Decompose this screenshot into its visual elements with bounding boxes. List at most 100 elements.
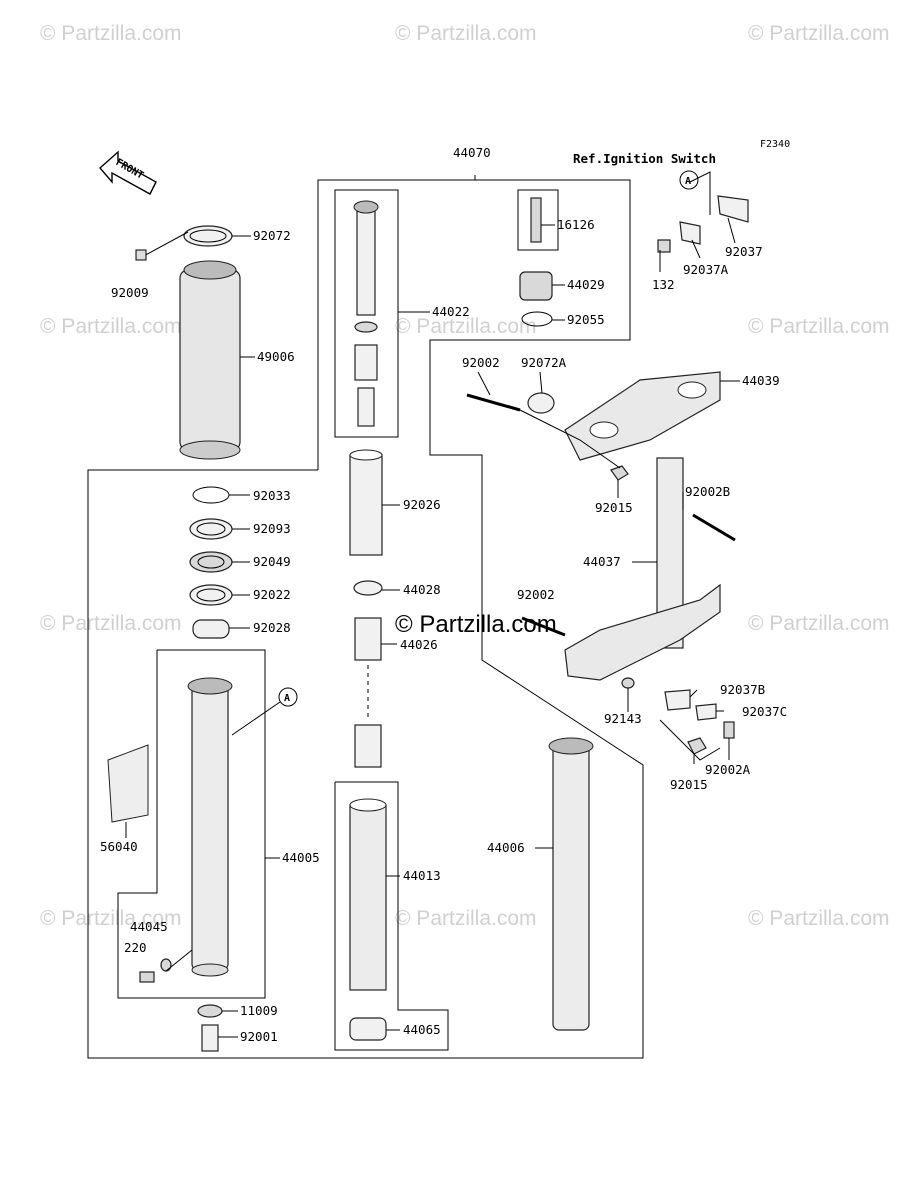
washer-92143: [621, 677, 635, 689]
seal-92049: [189, 551, 233, 573]
bottom-bolt-group: [197, 1004, 238, 1052]
part-label: 44026: [400, 637, 438, 652]
boot-49006: [179, 260, 241, 460]
spring-44026-lower: [354, 724, 382, 768]
bracket-92037B: [664, 689, 691, 711]
callout-letter: A: [685, 176, 691, 187]
boot-group: [135, 225, 255, 460]
bolt-92002-mid: [521, 616, 566, 637]
cap-44029: [519, 271, 553, 301]
clamp-92072A: [527, 392, 555, 414]
part-label: 44022: [432, 304, 470, 319]
watermark: © Partzilla.com: [40, 907, 182, 930]
part-label: 56040: [100, 839, 138, 854]
oring-92055: [521, 311, 553, 327]
tube-92026: [349, 454, 383, 556]
part-label: 92002A: [705, 762, 751, 777]
part-label: 44037: [583, 554, 621, 569]
valve-16126: [530, 197, 542, 243]
damper-ring: [354, 321, 378, 333]
damper-rod: [356, 204, 376, 316]
bolt-92001: [201, 1024, 219, 1052]
part-label: 92002: [462, 355, 500, 370]
upper-bracket-group: [466, 371, 740, 498]
part-label: 92028: [253, 620, 291, 635]
seat-44028: [353, 580, 383, 596]
part-label: 220: [124, 940, 147, 955]
part-label: 11009: [240, 1003, 278, 1018]
cap-group: [519, 197, 565, 327]
washer-11009: [197, 1004, 223, 1018]
part-label: 132: [652, 277, 675, 292]
bracket-92037: [717, 195, 749, 223]
spring-44026-upper: [354, 617, 382, 661]
watermarks: © Partzilla.com © Partzilla.com © Partzi…: [40, 22, 890, 930]
bolt-220: [139, 971, 155, 983]
part-label: 92055: [567, 312, 605, 327]
part-label: 92015: [595, 500, 633, 515]
part-label: 92143: [604, 711, 642, 726]
part-label: 92033: [253, 488, 291, 503]
watermark: © Partzilla.com: [395, 315, 537, 338]
clip-92033: [192, 486, 230, 504]
bushing-44065: [349, 1017, 387, 1041]
washer-92022: [189, 584, 233, 606]
part-label: 44045: [130, 919, 168, 934]
callout-letter: A: [284, 693, 290, 704]
part-label: 92026: [403, 497, 441, 512]
damper-piston: [357, 387, 375, 427]
reference-note: Ref.Ignition Switch: [573, 151, 716, 166]
part-label: 92037C: [742, 704, 787, 719]
left-outer-tube-group: A: [107, 677, 298, 983]
part-label: 44065: [403, 1022, 441, 1037]
watermark: © Partzilla.com: [395, 22, 537, 45]
watermark: © Partzilla.com: [748, 22, 890, 45]
bracket-92037C: [695, 703, 717, 721]
part-label: 92037: [725, 244, 763, 259]
part-label: 92001: [240, 1029, 278, 1044]
part-label: 92072A: [521, 355, 567, 370]
part-label: 92037A: [683, 262, 729, 277]
nut-92015-bot: [687, 737, 707, 755]
damper-spring: [354, 344, 378, 381]
watermark: © Partzilla.com: [40, 612, 182, 635]
seal-92093: [189, 518, 233, 540]
bracket-group: A: [657, 170, 749, 272]
bolt-92002A: [723, 721, 735, 739]
lower-bracket: [564, 583, 721, 681]
seal-stack: [189, 486, 250, 639]
part-label: 92015: [670, 777, 708, 792]
part-label: 44028: [403, 582, 441, 597]
watermark: © Partzilla.com: [395, 907, 537, 930]
outer-tube-44006: [552, 744, 590, 1031]
screw-92009: [135, 249, 147, 261]
part-label: 92002B: [685, 484, 730, 499]
part-label: 44013: [403, 868, 441, 883]
part-label: 49006: [257, 349, 295, 364]
steering-stem-group: [521, 457, 736, 764]
part-label: 92072: [253, 228, 291, 243]
washer-44045: [160, 958, 172, 972]
clamp-92072: [183, 225, 233, 247]
guard-56040: [107, 744, 149, 823]
watermark-center: © Partzilla.com: [395, 611, 557, 638]
watermark: © Partzilla.com: [748, 907, 890, 930]
bracket-92037A: [679, 221, 701, 245]
spring-group: [349, 449, 400, 768]
part-label: 92022: [253, 587, 291, 602]
outer-tube-44005: [191, 684, 229, 971]
right-outer-tube-group: [535, 737, 594, 1031]
watermark: © Partzilla.com: [40, 315, 182, 338]
part-label: 92093: [253, 521, 291, 536]
watermark: © Partzilla.com: [748, 612, 890, 635]
part-label: 92037B: [720, 682, 765, 697]
bolt-92002B: [692, 513, 736, 542]
bolt-92002-top: [466, 393, 521, 412]
part-label: 44006: [487, 840, 525, 855]
inner-tube-group: [349, 798, 400, 1041]
watermark: © Partzilla.com: [40, 22, 182, 45]
bushing-92028: [192, 619, 230, 639]
callout-circle: [679, 170, 699, 190]
part-labels: 44070 92072 92009 49006 44022 16126 4402…: [100, 145, 787, 1044]
